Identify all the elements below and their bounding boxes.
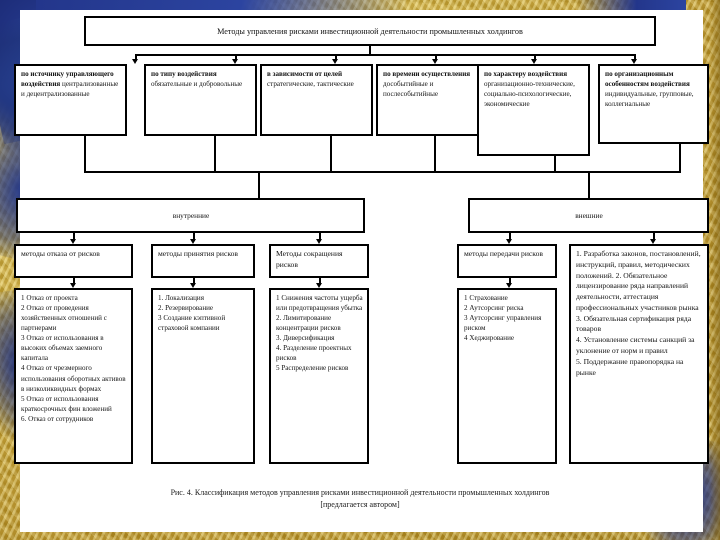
background-right-edge [710,0,720,540]
branch-header-label-3: Методы сокращения рисков [276,249,343,269]
connector-up-4 [434,136,436,172]
criteria-sub-3: стратегические, тактические [267,80,354,89]
group-label-internal: внутренние [172,210,210,220]
connector-detail-drop-3 [319,277,321,285]
arrow-branch-4 [506,239,512,244]
connector-detail-drop-1 [73,277,75,285]
arrow-down-5 [531,59,537,64]
branch-header-label-4: методы передачи рисков [464,249,543,258]
connector-detail-drop-2 [193,277,195,285]
connector-branch-drop-2 [193,232,195,241]
criteria-head-3: в зависимости от целей [267,70,343,78]
diagram-canvas: Методы управления рисками инвестиционной… [14,10,709,532]
connector-drop-2 [235,54,237,61]
criteria-sub-6: индивидуальные, групповые, коллегиальные [605,90,694,109]
connector-group-stem-internal [258,171,260,199]
connector-title-bus [135,54,635,56]
criteria-head-6: по организационным особенностям воздейст… [605,70,690,89]
figure-caption-line-2: [предлагается автором] [320,500,400,509]
connector-drop-5 [534,54,536,61]
connector-drop-1 [135,54,137,61]
connector-branch-drop-5 [653,232,655,241]
branch-header-acceptance: методы принятия рисков [151,244,255,278]
branch-header-refusal: методы отказа от рисков [14,244,133,278]
criteria-box-source: по источнику управляющего воздействия це… [14,64,127,136]
connector-drop-3 [335,54,337,61]
branch-header-label-1: методы отказа от рисков [21,249,100,258]
branch-details-acceptance: 1. Локализация 2. Резервирование 3 Созда… [151,288,255,464]
connector-up-2 [214,136,216,172]
criteria-sub-2: обязательные и добровольные [151,80,243,89]
criteria-head-4: по времени осуществления [383,70,471,78]
connector-branch-drop-4 [509,232,511,241]
connector-branch-drop-1 [73,232,75,241]
group-box-internal: внутренние [16,198,365,233]
group-label-external: внешние [575,210,603,220]
branch-header-transfer: методы передачи рисков [457,244,557,278]
branch-items-5: 2. Обязательное лицензирование ряда напр… [576,270,699,377]
connector-detail-drop-4 [509,277,511,285]
arrow-down-4 [432,59,438,64]
connector-up-5 [554,156,556,172]
arrow-down-2 [232,59,238,64]
connector-up-6 [679,144,681,172]
connector-up-1 [84,136,86,172]
diagram-title: Методы управления рисками инвестиционной… [217,26,523,36]
arrow-detail-2 [190,283,196,288]
branch-header-reduction: Методы сокращения рисков [269,244,369,278]
criteria-head-5: по характеру воздействия [484,70,568,78]
arrow-down-1 [132,59,138,64]
connector-title-stem [369,46,371,55]
branch-details-refusal: 1 Отказ от проекта 2 Отказ от проведения… [14,288,133,464]
branch-header-label-5: 1. Разработка законов, постановлений, ин… [576,249,701,280]
group-box-external: внешние [468,198,709,233]
arrow-branch-3 [316,239,322,244]
criteria-sub-1: централизованные и децентрализованные [21,80,119,99]
branch-header-regulation: 1. Разработка законов, постановлений, ин… [569,244,709,464]
connector-drop-4 [435,54,437,61]
arrow-detail-4 [506,283,512,288]
arrow-branch-2 [190,239,196,244]
arrow-detail-3 [316,283,322,288]
criteria-box-type: по типу воздействия обязательные и добро… [144,64,257,136]
criteria-box-goals: в зависимости от целей стратегические, т… [260,64,373,136]
branch-details-transfer: 1 Страхование 2 Аутсорсинг риска 3 Аутсо… [457,288,557,464]
criteria-box-time: по времени осуществления дособытийные и … [376,64,489,136]
arrow-branch-1 [70,239,76,244]
arrow-branch-5 [650,239,656,244]
criteria-head-1: по источнику управляющего воздействия [21,70,114,89]
criteria-box-organizational: по организационным особенностям воздейст… [598,64,709,144]
connector-drop-6 [634,54,636,61]
criteria-sub-4: дособытийные и послесобытийные [383,80,439,99]
branch-details-reduction: 1 Снижения частоты ущерба или предотвращ… [269,288,369,464]
branch-header-label-2: методы принятия рисков [158,249,239,258]
arrow-down-3 [332,59,338,64]
figure-caption: Рис. 4. Классификация методов управления… [40,487,680,511]
arrow-detail-1 [70,283,76,288]
criteria-sub-5: организационно-технические, социально-пс… [484,80,575,109]
connector-collector-bus [84,171,681,173]
connector-up-3 [330,136,332,172]
criteria-box-character: по характеру воздействия организационно-… [477,64,590,156]
criteria-head-2: по типу воздействия [151,70,217,78]
connector-branch-drop-3 [319,232,321,241]
diagram-title-box: Методы управления рисками инвестиционной… [84,16,656,46]
figure-caption-line-1: Рис. 4. Классификация методов управления… [170,488,550,497]
connector-group-stem-external [588,171,590,199]
arrow-down-6 [631,59,637,64]
